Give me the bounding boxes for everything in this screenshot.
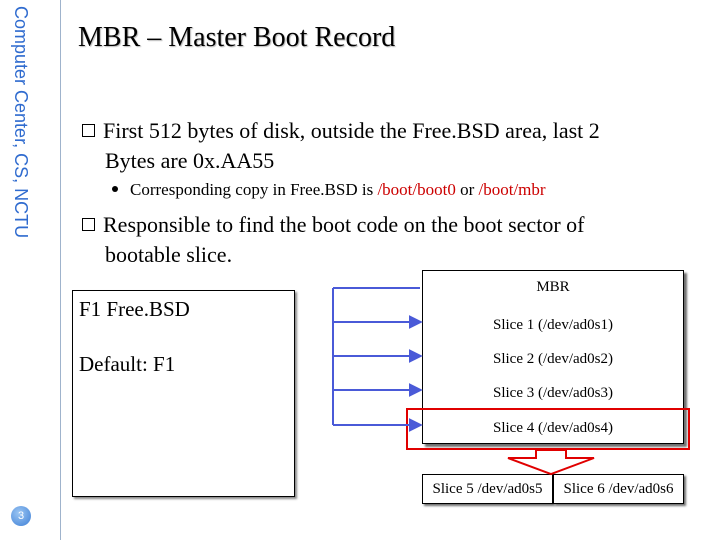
boot-menu-default: Default: F1	[79, 352, 176, 376]
slide-title: MBR – Master Boot Record	[78, 22, 396, 53]
slice-4-label: Slice 4 (/dev/ad0s4)	[493, 420, 613, 436]
down-arrow-icon	[507, 449, 595, 476]
slice-6-box: Slice 6 /dev/ad0s6	[553, 474, 684, 504]
boot0-path: /boot/boot0	[377, 180, 456, 199]
bullet-first-512-bytes: First 512 bytes of disk, outside the Fre…	[82, 116, 702, 176]
dot-bullet-icon	[112, 186, 118, 192]
mbr-title: MBR	[536, 279, 570, 295]
page-number-badge: 3	[11, 506, 31, 526]
bullet-2-line-1: Responsible to find the boot code on the…	[103, 212, 585, 237]
checkbox-bullet-icon	[82, 218, 95, 231]
bullet-responsible: Responsible to find the boot code on the…	[82, 210, 702, 270]
boot-menu-box: F1 Free.BSD Default: F1	[72, 290, 295, 497]
sub-bullet-prefix: Corresponding copy in Free.BSD is	[130, 180, 378, 199]
bullet-2-line-2: bootable slice.	[105, 242, 233, 267]
sub-bullet-copy: Corresponding copy in Free.BSD is /boot/…	[112, 180, 546, 200]
extended-slice-arrow	[507, 449, 595, 476]
divider	[60, 0, 61, 540]
side-label-text: Computer Center, CS, NCTU	[11, 6, 31, 239]
checkbox-bullet-icon	[82, 124, 95, 137]
slice-3-label: Slice 3 (/dev/ad0s3)	[493, 385, 613, 401]
mbr-box: MBR Slice 1 (/dev/ad0s1) Slice 2 (/dev/a…	[422, 270, 684, 444]
side-label: Computer Center, CS, NCTU	[8, 6, 48, 326]
boot-menu-option: F1 Free.BSD	[79, 297, 190, 321]
bullet-1-line-2: Bytes are 0x.AA55	[105, 148, 275, 173]
slice-5-box: Slice 5 /dev/ad0s5	[422, 474, 553, 504]
slice-2-label: Slice 2 (/dev/ad0s2)	[493, 351, 613, 367]
sub-bullet-or: or	[455, 180, 479, 199]
bullet-1-line-1: First 512 bytes of disk, outside the Fre…	[103, 118, 600, 143]
slice-arrows	[332, 287, 423, 432]
mbr-path: /boot/mbr	[478, 180, 546, 199]
slice-1-label: Slice 1 (/dev/ad0s1)	[493, 317, 613, 333]
